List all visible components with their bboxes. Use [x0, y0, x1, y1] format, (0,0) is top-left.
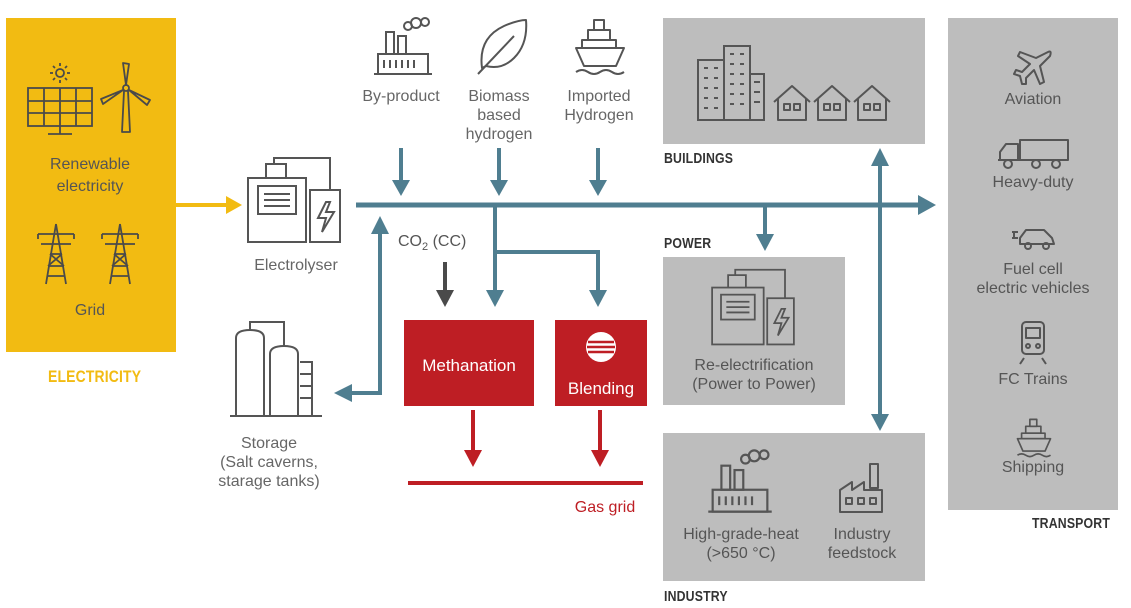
transport-panel [948, 18, 1118, 510]
transport-item-shipping: Shipping [1001, 459, 1065, 476]
ship-icon [575, 19, 625, 75]
electrolyser-label: Electrolyser [254, 257, 338, 274]
factory-icon [374, 17, 432, 75]
storage-tanks-icon [230, 321, 322, 417]
power-title: POWER [664, 235, 712, 252]
buildings-panel [663, 18, 925, 144]
co2-label: CO2 (CC) [398, 232, 498, 257]
grid-label: Grid [74, 302, 106, 319]
storage-arrow [334, 216, 389, 402]
hydrogen-main-line [356, 195, 936, 215]
train-icon [1019, 321, 1047, 365]
storage-label: Storage (Salt caverns, starage tanks) [218, 435, 320, 490]
factory-icon [708, 449, 772, 513]
electricity-title: ELECTRICITY [48, 367, 142, 386]
power-arrow [756, 205, 774, 251]
gas-arrows [408, 410, 643, 485]
wind-turbine-icon [100, 62, 151, 133]
co2-base: CO [398, 233, 422, 250]
co2-subscript: 2 [422, 241, 429, 254]
re-electrification-label: Re-electrification (Power to Power) [692, 357, 816, 393]
airplane-icon [1013, 50, 1052, 85]
biomass-label: Biomass based hydrogen [465, 88, 533, 143]
methanation-box [404, 320, 534, 406]
transport-title: TRANSPORT [1032, 515, 1111, 532]
transport-item-fuel-cell-vehicles: Fuel cell electric vehicles [976, 261, 1090, 297]
industry-title: INDUSTRY [664, 588, 728, 605]
buildings-title: BUILDINGS [664, 150, 734, 167]
gas-grid-label: Gas grid [574, 499, 636, 516]
transport-item-fc-trains: FC Trains [998, 371, 1068, 388]
solar-panel-icon [27, 63, 93, 135]
electricity-arrow [176, 196, 242, 214]
renewable-electricity-label: Renewable electricity [49, 156, 131, 195]
house-icon [773, 85, 811, 121]
transport-item-aviation: Aviation [1004, 91, 1062, 108]
house-icon [813, 85, 851, 121]
electrolyser-icon [247, 157, 341, 243]
house-icon [853, 85, 891, 121]
blending-icon [586, 332, 616, 362]
power-pylon-icon [37, 223, 75, 285]
electricity-panel [6, 18, 176, 352]
industrial-plant-icon [839, 463, 883, 513]
power-panel [663, 257, 845, 405]
high-grade-heat-label: High-grade-heat (>650 °C) [683, 526, 799, 562]
transport-item-heavy-duty: Heavy-duty [992, 174, 1074, 191]
industry-feedstock-label: Industry feedstock [827, 526, 897, 562]
blending-label: Blending [567, 379, 635, 398]
ship-icon [1016, 418, 1052, 458]
leaf-icon [477, 19, 528, 75]
electrolyser-icon [711, 268, 795, 346]
imported-hydrogen-label: Imported Hydrogen [564, 88, 634, 124]
source-arrows [392, 148, 607, 196]
co2-suffix: (CC) [428, 233, 467, 250]
power-pylon-icon [101, 223, 139, 285]
buildings-industry-arrow [871, 148, 889, 431]
truck-icon [998, 139, 1069, 169]
byproduct-label: By-product [362, 88, 440, 105]
electric-car-icon [1012, 229, 1055, 250]
methanation-label: Methanation [422, 356, 516, 375]
branch-arrows [486, 205, 607, 307]
buildings-icon [697, 45, 765, 121]
co2-arrow [436, 262, 454, 307]
